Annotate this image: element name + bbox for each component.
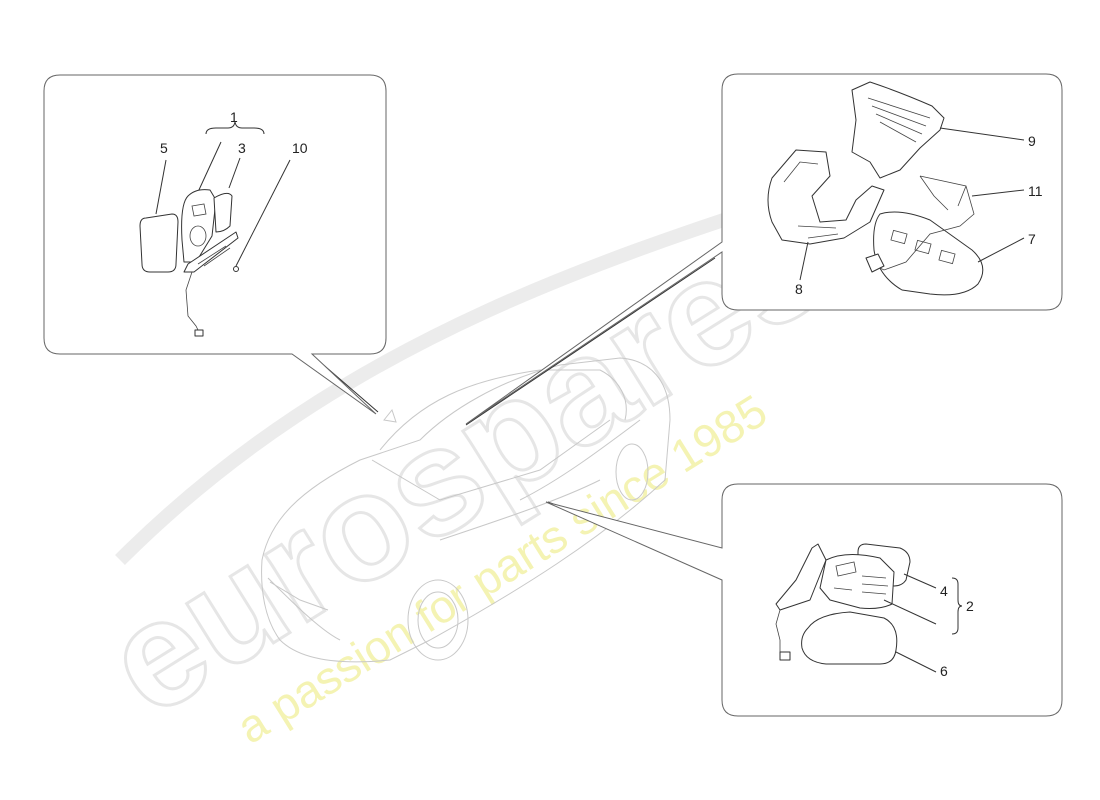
mirror-glass bbox=[139, 213, 179, 273]
part-number-1: 1 bbox=[230, 109, 238, 125]
part-number-9: 9 bbox=[1028, 133, 1036, 149]
mirror-cable-outer bbox=[775, 609, 781, 658]
callout-mirror-assembly: 4 2 6 bbox=[545, 483, 1063, 717]
part-number-7: 7 bbox=[1028, 231, 1036, 247]
part-number-2: 2 bbox=[966, 598, 974, 614]
part-number-8: 8 bbox=[795, 281, 803, 297]
wiring-harness bbox=[871, 175, 975, 271]
mirror-cover bbox=[801, 611, 898, 665]
part-number-6: 6 bbox=[940, 663, 948, 679]
mirror-cable bbox=[185, 271, 201, 335]
part-number-4: 4 bbox=[940, 583, 948, 599]
mirror-body bbox=[819, 554, 895, 609]
mirror-frame bbox=[213, 192, 233, 233]
vehicle-outline bbox=[261, 357, 671, 663]
part-number-3: 3 bbox=[238, 140, 246, 156]
mirror-screw bbox=[233, 266, 239, 272]
mirror-base-arm bbox=[775, 543, 827, 611]
mirror-mount-bracket bbox=[767, 149, 885, 245]
mirror-actuator bbox=[183, 231, 239, 273]
part-number-10: 10 bbox=[292, 140, 308, 156]
callout-mirror-exploded: 1 5 3 10 bbox=[43, 74, 387, 415]
rear-cover bbox=[851, 81, 945, 179]
callout-mirror-housing: 9 11 7 8 bbox=[465, 73, 1063, 426]
part-number-11: 11 bbox=[1028, 183, 1043, 199]
part-number-5: 5 bbox=[160, 140, 168, 156]
